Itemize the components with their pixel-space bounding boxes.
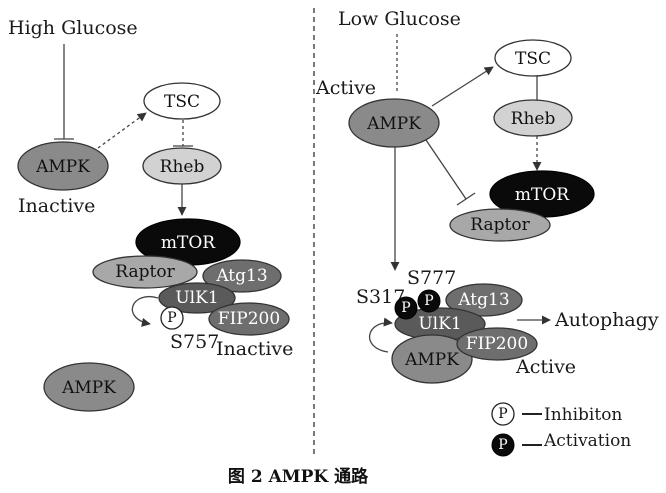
svg-text:P: P — [424, 293, 433, 309]
right-tsc-node: TSC — [494, 39, 572, 77]
svg-text:AMPK: AMPK — [404, 350, 459, 370]
svg-text:FIP200: FIP200 — [218, 309, 280, 329]
legend: P Inhibiton P Activation — [491, 402, 631, 457]
left-mtor-node: mTOR — [135, 218, 241, 266]
right-atg13-node: Atg13 — [445, 283, 523, 317]
site-s757-label: S757 — [170, 331, 219, 353]
autophagy-label: Autophagy — [554, 309, 659, 331]
right-phospho-filled-2: P — [417, 289, 441, 313]
svg-text:P: P — [401, 300, 410, 316]
low-glucose-label: Low Glucose — [338, 8, 461, 30]
left-ulk1-node: UlK1 — [158, 282, 236, 314]
svg-text:Rheb: Rheb — [160, 157, 205, 177]
right-ulk1-node: UlK1 — [394, 307, 486, 341]
svg-text:Rheb: Rheb — [511, 109, 556, 129]
legend-inhibition-label: Inhibiton — [544, 405, 622, 425]
left-autophos-loop — [131, 295, 159, 327]
left-ampk-inactive-label: Inactive — [18, 195, 95, 217]
figure-caption: 图 2 AMPK 通路 — [228, 466, 369, 487]
svg-text:mTOR: mTOR — [515, 185, 570, 205]
left-complex-inactive-label: Inactive — [216, 338, 293, 360]
svg-text:AMPK: AMPK — [366, 114, 421, 134]
svg-text:Raptor: Raptor — [115, 262, 175, 282]
site-s777-label: S777 — [407, 267, 456, 289]
ampk-inhibit-raptor-bar — [456, 192, 476, 206]
svg-text:P: P — [498, 406, 507, 422]
svg-text:TSC: TSC — [515, 49, 551, 69]
ampk-to-tsc-arrow-right — [431, 66, 494, 107]
site-s317-label: S317 — [356, 286, 405, 308]
right-complex-active-label: Active — [515, 356, 576, 378]
svg-text:mTOR: mTOR — [161, 233, 216, 253]
left-tsc-node: TSC — [143, 82, 221, 120]
svg-text:Atg13: Atg13 — [215, 266, 267, 286]
legend-inhibition-symbol: P — [491, 402, 515, 426]
right-raptor-node: Raptor — [449, 208, 551, 242]
right-ampk-complex-node: AMPK — [391, 334, 473, 384]
left-fip200-node: FIP200 — [208, 302, 290, 336]
legend-activation-symbol: P — [491, 433, 515, 457]
svg-text:FIP200: FIP200 — [466, 334, 528, 354]
right-fip200-node: FIP200 — [456, 327, 538, 361]
right-active-label: Active — [315, 77, 376, 99]
svg-text:P: P — [498, 437, 507, 453]
svg-text:UlK1: UlK1 — [418, 314, 461, 334]
ampk-to-tsc-arrow — [97, 112, 147, 149]
svg-text:AMPK: AMPK — [61, 378, 116, 398]
right-phospho-filled-1: P — [394, 296, 418, 320]
svg-text:UlK1: UlK1 — [175, 288, 218, 308]
left-ampk-bottom-node: AMPK — [43, 362, 135, 412]
ampk-inhibit-raptor-line — [425, 139, 467, 200]
svg-text:Atg13: Atg13 — [457, 290, 509, 310]
svg-text:TSC: TSC — [164, 92, 200, 112]
left-phospho-open: P — [160, 306, 184, 330]
left-ampk-node: AMPK — [17, 141, 109, 191]
left-rheb-node: Rheb — [142, 147, 222, 185]
legend-activation-label: Activation — [543, 431, 631, 451]
left-atg13-node: Atg13 — [202, 259, 282, 293]
right-rheb-node: Rheb — [493, 99, 573, 137]
svg-text:AMPK: AMPK — [35, 157, 90, 177]
svg-text:Raptor: Raptor — [470, 215, 530, 235]
right-ampk-node: AMPK — [348, 98, 440, 148]
svg-text:P: P — [167, 310, 176, 326]
right-mtor-node: mTOR — [489, 170, 595, 218]
left-raptor-node: Raptor — [92, 255, 198, 289]
high-glucose-label: High Glucose — [8, 17, 138, 39]
right-autophos-loop — [369, 317, 393, 353]
